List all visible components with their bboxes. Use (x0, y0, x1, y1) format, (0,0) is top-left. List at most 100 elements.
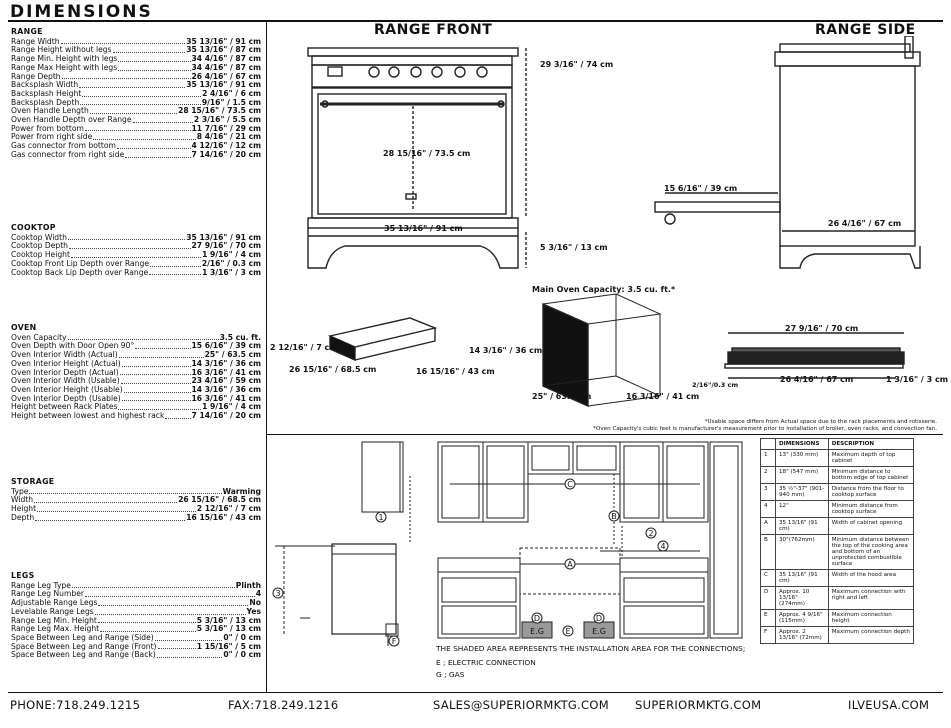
spec-label: Cooktop Back Lip Depth over Range (11, 267, 149, 277)
side-depth-dim: 26 4/16" / 67 cm (828, 219, 902, 228)
marker-2: 2 (648, 529, 653, 538)
footer-website-ilve[interactable]: ILVEUSA.COM (848, 698, 930, 712)
marker-f: F (392, 637, 397, 646)
shaded-eg-left: E.G (530, 627, 544, 636)
spec-value: 34 4/16" / 87 cm (191, 54, 261, 64)
spec-value: 14 3/16" / 36 cm (191, 384, 261, 394)
table-cell-desc: Minimum distance between the top of the … (827, 534, 915, 570)
spec-value: 35 13/16" / 91 cm (186, 80, 261, 90)
spec-label: Range Depth (11, 71, 61, 81)
spec-value: 0" / 0 cm (223, 632, 261, 642)
spec-label: Cooktop Height (11, 250, 70, 260)
range-side-body (779, 65, 916, 247)
leader-dots (156, 651, 223, 659)
leader-dots (150, 260, 201, 267)
spec-label: Adjustable Range Legs (11, 598, 98, 608)
spec-label: Range Leg Min. Height (11, 615, 97, 625)
legs-heading: LEGS (11, 571, 35, 580)
table-cell-dim: Approx. 4 9/16" (115mm) (775, 609, 829, 627)
table-cell-dim: 35 13/16" (91 cm) (775, 569, 829, 587)
leader-dots (93, 133, 196, 141)
range-backsplash (307, 47, 519, 57)
footer-email[interactable]: SALES@SUPERIORMKTG.COM (433, 698, 609, 712)
spec-row: Width 26 15/16" / 68.5 cm (11, 496, 261, 505)
table-cell-id: E (760, 609, 776, 627)
open-door (654, 201, 781, 213)
spec-value: 1 9/16" / 4 cm (202, 250, 261, 260)
front-width-dim: 35 13/16" / 91 cm (384, 224, 463, 233)
footer-website[interactable]: SUPERIORMKTG.COM (635, 698, 762, 712)
table-cell-id: 1 (760, 449, 776, 467)
spec-value: 35 13/16" / 91 cm (186, 36, 261, 46)
spec-label: Width (11, 495, 34, 505)
marker-3: 3 (275, 589, 280, 598)
spec-value: 15 6/16" / 39 cm (191, 341, 261, 351)
cavity-height-dim: 14 3/16" / 36 cm (469, 346, 543, 355)
spec-value: 2 3/16" / 5.5 cm (193, 115, 261, 125)
table-cell-dim: Approx. 10 13/16" (274mm) (775, 586, 829, 610)
table-cell-id: A (760, 517, 776, 535)
spec-value: 26 15/16" / 68.5 cm (178, 495, 261, 505)
leader-dots (97, 617, 196, 624)
cooktop-back-lip-dim: 1 3/16" / 3 cm (886, 375, 949, 384)
spec-value: 9/16" / 1.5 cm (201, 97, 261, 107)
marker-b: B (611, 512, 617, 521)
marker-c: C (567, 480, 573, 489)
column-divider (266, 22, 267, 692)
spec-value: 23 4/16" / 59 cm (191, 376, 261, 386)
leader-dots (154, 634, 223, 641)
drawer-width-dim: 26 15/16" / 68.5 cm (289, 365, 377, 374)
range-grates (311, 55, 513, 66)
spec-value: 14 3/16" / 36 cm (191, 358, 261, 368)
marker-e: E (565, 627, 570, 636)
table-cell-id: F (760, 626, 776, 644)
leader-dots (118, 64, 191, 71)
spec-label: Oven Interior Width (Actual) (11, 350, 118, 360)
leader-dots (120, 377, 191, 384)
spec-label: Oven Interior Depth (Actual) (11, 367, 119, 377)
spec-value: 4 (255, 589, 261, 599)
spec-value: 1 9/16" / 4 cm (202, 402, 261, 412)
spec-row: Cooktop Back Lip Depth over Range 1 3/16"… (11, 267, 261, 278)
table-cell-desc: Maximum connection depth (827, 626, 915, 644)
spec-label: Range Leg Type (11, 580, 71, 590)
spec-value: 26 4/16" / 67 cm (191, 71, 261, 81)
spec-value: 0" / 0 cm (223, 650, 261, 660)
leader-dots (132, 116, 193, 123)
spec-value: 4 12/16" / 12 cm (191, 141, 261, 151)
leader-dots (94, 608, 246, 615)
table-cell-desc: Maximum depth of top cabinet (827, 449, 915, 467)
table-cell-desc: Distance from the floor to cooktop surfa… (827, 483, 915, 501)
range-side-title: RANGE SIDE (815, 22, 916, 38)
spec-value: 7 14/16" / 20 cm (191, 411, 261, 421)
leader-dots (67, 334, 219, 341)
spec-value: 35 13/16" / 91 cm (186, 232, 261, 242)
leader-dots (119, 369, 191, 376)
spec-label: Height between lowest and highest rack (11, 411, 165, 421)
page-title: DIMENSIONS (10, 2, 153, 22)
table-cell-desc: Width of the hood area (827, 569, 915, 587)
spec-value: 1 3/16" / 3 cm (202, 267, 261, 277)
leader-dots (121, 395, 191, 402)
col-description: DESCRIPTION (827, 438, 915, 450)
spec-label: Oven Interior Height (Actual) (11, 358, 121, 368)
spec-row: Oven Interior Depth (Usable)16 3/16" / 4… (11, 394, 261, 404)
range-heading: RANGE (11, 27, 43, 36)
spec-label: Power from bottom (11, 123, 84, 133)
